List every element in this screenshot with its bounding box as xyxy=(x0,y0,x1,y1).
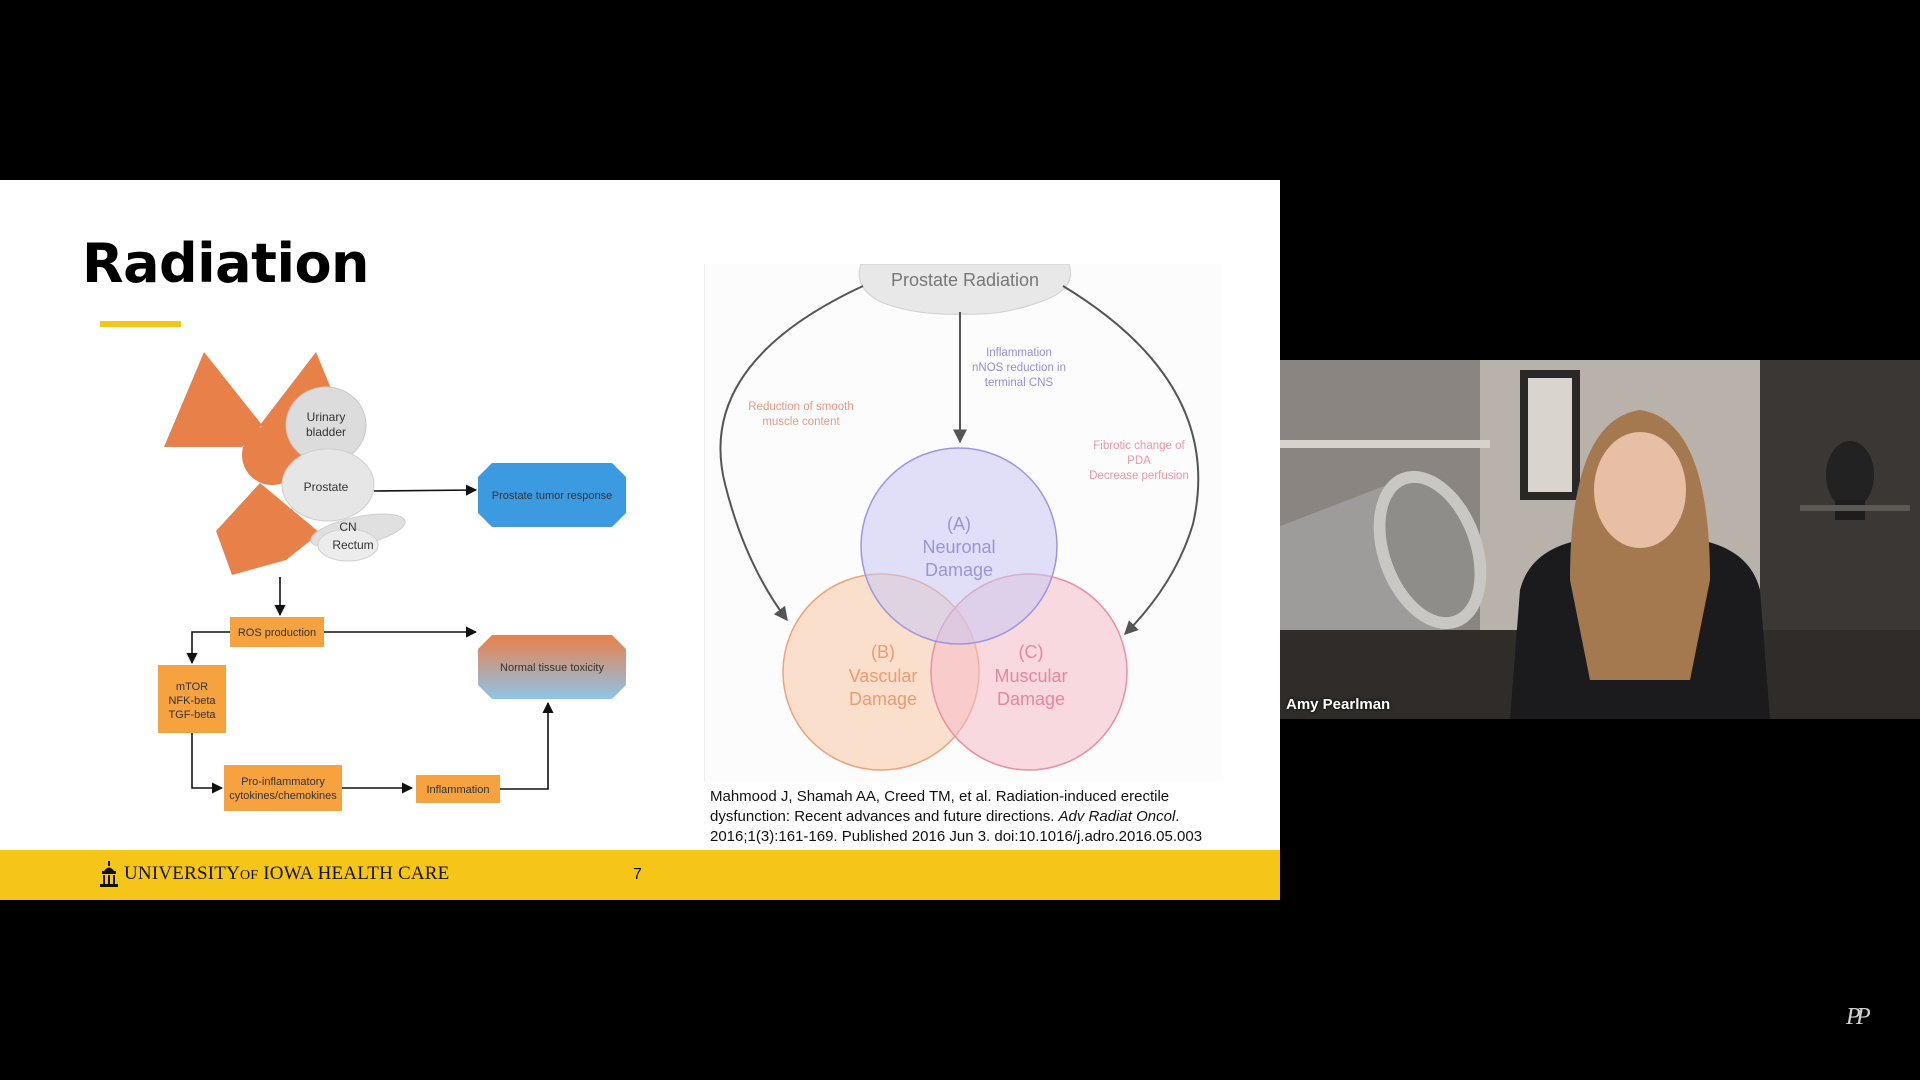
university-logo: UNIVERSITYOF IOWA HEALTH CARE xyxy=(100,861,449,887)
normal-tissue-label: Normal tissue toxicity xyxy=(500,662,604,674)
vascular-label-line2: Vascular xyxy=(849,666,918,686)
bladder-label-line1: Urinary xyxy=(307,410,346,424)
inflammation-box xyxy=(416,775,500,803)
arrow-to-vascular xyxy=(719,285,864,622)
right-note-line3: Decrease perfusion xyxy=(1089,470,1189,482)
slide-footer: UNIVERSITYOF IOWA HEALTH CARE 7 xyxy=(0,850,1280,900)
ros-box xyxy=(230,617,324,647)
svg-text:P: P xyxy=(1845,1004,1861,1030)
neuronal-label-line1: (A) xyxy=(947,514,971,534)
slide-title: Radiation xyxy=(82,232,370,295)
muscular-label-line3: Damage xyxy=(997,689,1065,709)
webcam-scene xyxy=(1280,360,1920,719)
slide-page-number: 7 xyxy=(633,866,642,883)
neuronal-damage-circle xyxy=(860,447,1058,645)
erectile-dysfunction-venn-diagram: Prostate Radiation Inflammation nNOS red… xyxy=(704,264,1223,782)
logo-word-health: HEALTH xyxy=(317,863,393,884)
radiation-effects-diagram: Urinary bladder Prostate CN Rectum Prost… xyxy=(158,352,626,811)
vascular-label-line3: Damage xyxy=(849,689,917,709)
arrow-inflammation-to-normal xyxy=(500,701,554,790)
participant-name-label: Amy Pearlman xyxy=(1286,696,1391,713)
left-note-line1: Reduction of smooth xyxy=(748,401,853,413)
muscular-label-line2: Muscular xyxy=(994,666,1067,686)
arrow-pathway-to-cytokines xyxy=(191,733,224,794)
arrow-ros-to-pathway xyxy=(186,631,230,665)
ros-label: ROS production xyxy=(238,627,316,639)
participant-person xyxy=(1510,410,1770,719)
citation-journal: Adv Radiat Oncol xyxy=(1058,808,1176,825)
right-note-line1: Fibrotic change of xyxy=(1093,440,1185,452)
cytokines-label-line2: cytokines/chemokines xyxy=(229,790,337,802)
center-note-line1: Inflammation xyxy=(986,347,1052,359)
inflammation-label: Inflammation xyxy=(427,784,490,796)
right-note-line2: PDA xyxy=(1127,455,1151,467)
cn-label: CN xyxy=(339,520,356,534)
arrow-prostate-to-tumor xyxy=(373,484,478,496)
neuronal-label-line3: Damage xyxy=(925,560,993,580)
prostate-radiation-label: Prostate Radiation xyxy=(891,270,1039,290)
logo-word-iowa: IOWA xyxy=(263,863,313,884)
pathway-box xyxy=(158,665,226,733)
center-note-line3: terminal CNS xyxy=(985,377,1054,389)
tumor-response-box xyxy=(478,463,626,527)
muscular-label-line1: (C) xyxy=(1019,642,1044,662)
pathway-label-line1: mTOR xyxy=(176,681,208,693)
cytokines-label-line1: Pro-inflammatory xyxy=(241,776,325,788)
pathway-label-line2: NFK-beta xyxy=(168,695,216,707)
pathway-label-line3: TGF-beta xyxy=(168,709,216,721)
old-capitol-icon xyxy=(100,861,118,887)
left-note-line2: muscle content xyxy=(762,416,840,428)
picture-frame-inner xyxy=(1528,378,1572,492)
arrow-to-muscular xyxy=(1062,285,1200,635)
university-logo-text: UNIVERSITYOF IOWA HEALTH CARE xyxy=(124,863,449,885)
citation: Mahmood J, Shamah AA, Creed TM, et al. R… xyxy=(710,787,1250,847)
normal-tissue-box xyxy=(478,635,626,699)
teapot-decor xyxy=(1800,441,1910,520)
prostate-label: Prostate xyxy=(304,480,349,494)
logo-word-of: OF xyxy=(240,868,259,883)
logo-word-university: UNIVERSITY xyxy=(124,863,240,884)
rectum-label: Rectum xyxy=(332,538,373,552)
citation-text-part2: . 2016;1(3):161-169. Published 2016 Jun … xyxy=(710,808,1203,845)
shelf xyxy=(1280,440,1490,448)
presenter-logo-icon: P P xyxy=(1845,1004,1871,1030)
tumor-response-label: Prostate tumor response xyxy=(492,490,612,502)
svg-text:P: P xyxy=(1855,1004,1871,1030)
prostate-radiation-cloud xyxy=(858,264,1071,315)
participant-video-tile[interactable]: Amy Pearlman xyxy=(1280,360,1920,719)
vascular-label-line1: (B) xyxy=(871,642,895,662)
neuronal-label-line2: Neuronal xyxy=(922,537,995,557)
logo-word-care: CARE xyxy=(397,863,450,884)
anatomy-organs xyxy=(281,386,406,562)
center-note-line2: nNOS reduction in xyxy=(972,362,1066,374)
citation-text-part1: Mahmood J, Shamah AA, Creed TM, et al. R… xyxy=(710,788,1170,825)
title-underline xyxy=(100,321,181,327)
presentation-slide: Radiation Urinary bladder xyxy=(0,180,1280,900)
bladder-label-line2: bladder xyxy=(306,425,346,439)
cytokines-box xyxy=(224,765,342,811)
